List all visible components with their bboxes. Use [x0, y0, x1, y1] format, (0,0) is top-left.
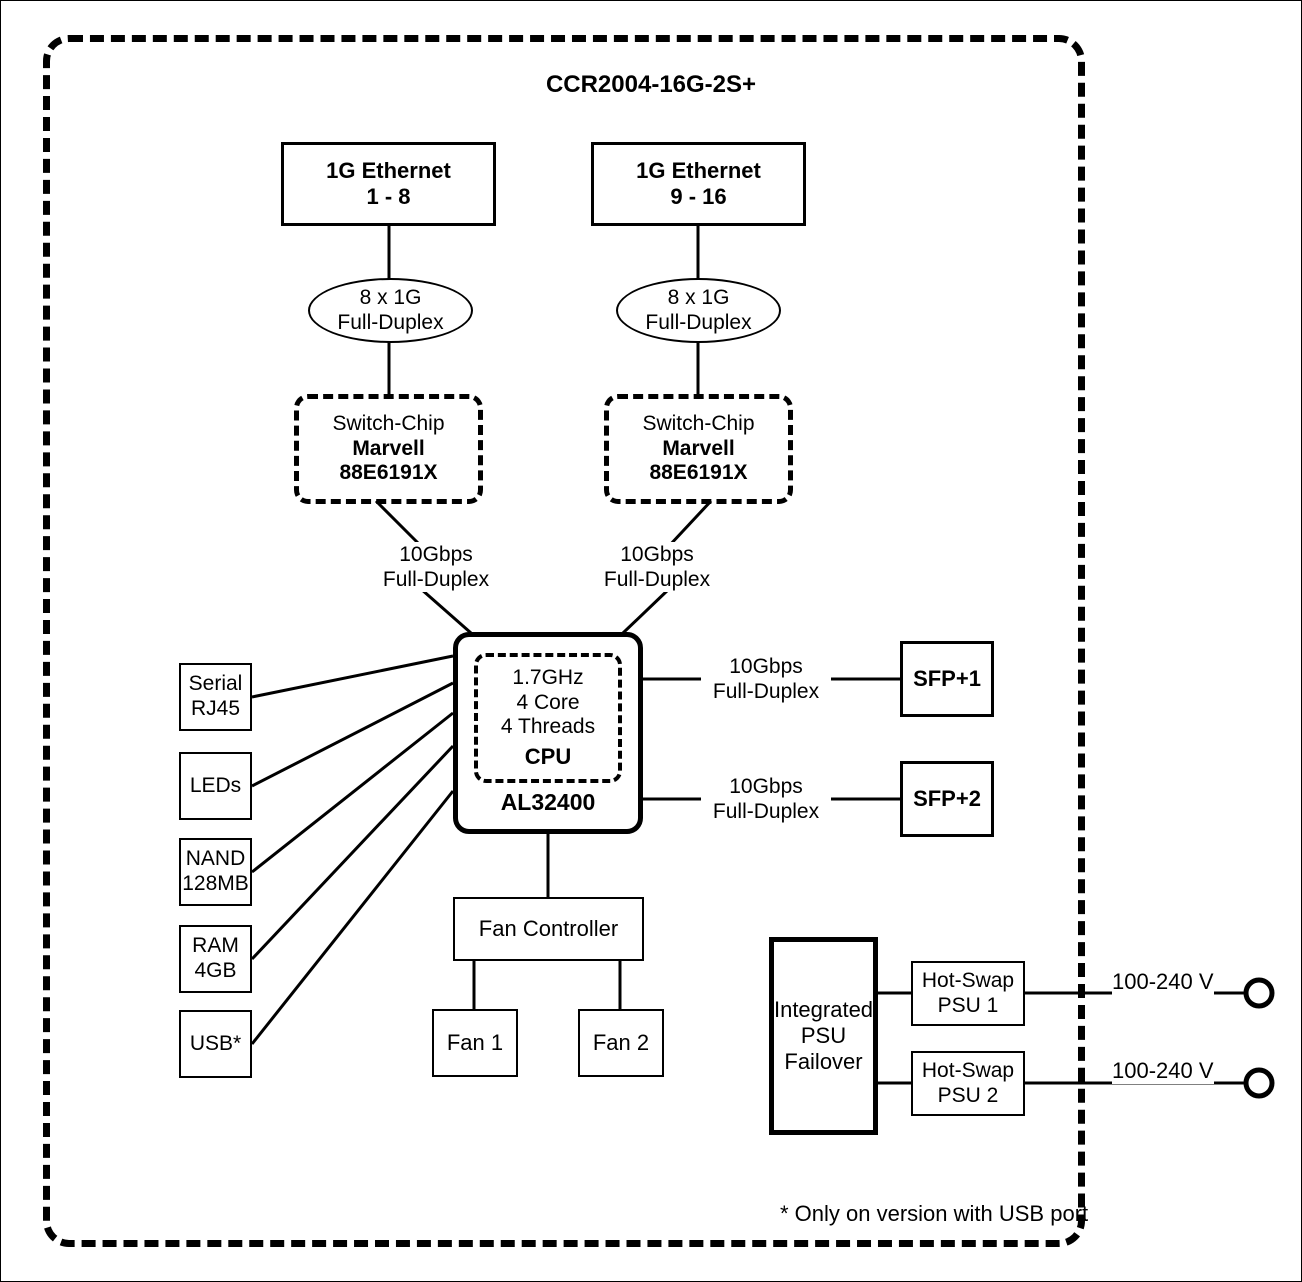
fan-1-label: Fan 1	[446, 1030, 504, 1056]
cpu-package: 1.7GHz 4 Core 4 Threads CPU AL32400	[453, 632, 643, 834]
link-ellipse-2: 8 x 1G Full-Duplex	[616, 278, 781, 343]
peripheral-0-line2: RJ45	[190, 697, 241, 720]
switch-chip-1: Switch-Chip Marvell 88E6191X	[294, 394, 483, 504]
fan-controller-label: Fan Controller	[478, 916, 619, 942]
peripheral-1-line1: LEDs	[189, 773, 242, 797]
switch-link-label-1: 10Gbps Full-Duplex	[381, 542, 491, 593]
fan-2: Fan 2	[578, 1009, 664, 1077]
page-title: CCR2004-16G-2S+	[545, 71, 757, 98]
switch-link-1-line2: Full-Duplex	[382, 568, 490, 592]
peripheral-serial-rj45: Serial RJ45	[179, 663, 252, 731]
hot-swap-psu-2-line2: PSU 2	[937, 1083, 999, 1107]
ethernet-block-9-16: 1G Ethernet 9 - 16	[591, 142, 806, 226]
switch-chip-2: Switch-Chip Marvell 88E6191X	[604, 394, 793, 504]
sfp-link-2-line2: Full-Duplex	[712, 800, 820, 824]
cpu-label: CPU	[524, 744, 572, 770]
hot-swap-psu-1: Hot-Swap PSU 1	[911, 961, 1025, 1026]
sfp-port-2: SFP+2	[900, 761, 994, 837]
ethernet-block-1-8: 1G Ethernet 1 - 8	[281, 142, 496, 226]
ethernet-block-2-line2: 9 - 16	[670, 184, 727, 209]
peripheral-3-line2: 4GB	[194, 959, 237, 982]
link-ellipse-1: 8 x 1G Full-Duplex	[308, 278, 473, 343]
power-inlet-1-icon	[1243, 977, 1275, 1009]
link-ellipse-2-line1: 8 x 1G	[667, 285, 730, 309]
sfp-link-label-1: 10Gbps Full-Duplex	[701, 654, 831, 705]
footnote: * Only on version with USB port	[780, 1201, 1089, 1226]
cpu-core-block: 1.7GHz 4 Core 4 Threads CPU	[474, 653, 622, 783]
ethernet-block-1-line1: 1G Ethernet	[326, 158, 451, 184]
switch-chip-2-line3: 88E6191X	[649, 461, 748, 485]
switch-chip-1-line1: Switch-Chip	[332, 411, 445, 435]
psu-1-voltage-label: 100-240 V	[1112, 969, 1214, 996]
switch-link-2-line1: 10Gbps	[620, 543, 694, 566]
sfp-link-label-2: 10Gbps Full-Duplex	[701, 774, 831, 825]
sfp-port-1: SFP+1	[900, 641, 994, 717]
peripheral-3-line1: RAM	[192, 934, 239, 958]
sfp-link-1-line2: Full-Duplex	[712, 680, 820, 704]
switch-link-label-2: 10Gbps Full-Duplex	[602, 542, 712, 593]
psu-failover-line2: PSU	[800, 1023, 847, 1049]
sfp-link-2-line1: 10Gbps	[729, 775, 803, 798]
hot-swap-psu-2: Hot-Swap PSU 2	[911, 1051, 1025, 1116]
link-ellipse-1-line1: 8 x 1G	[359, 285, 422, 309]
peripheral-0-line1: Serial	[188, 672, 243, 696]
peripheral-usb: USB*	[179, 1010, 252, 1078]
psu-failover-line3: Failover	[784, 1048, 863, 1074]
peripheral-leds: LEDs	[179, 752, 252, 820]
fan-2-label: Fan 2	[592, 1030, 650, 1056]
psu-failover-line1: Integrated	[773, 997, 874, 1023]
cpu-spec-line1: 1.7GHz	[512, 665, 584, 689]
link-ellipse-1-line2: Full-Duplex	[337, 310, 444, 334]
device-chassis-outline	[43, 35, 1085, 1247]
power-inlet-2-icon	[1243, 1067, 1275, 1099]
switch-chip-2-line1: Switch-Chip	[642, 411, 755, 435]
peripheral-4-line1: USB*	[189, 1031, 242, 1055]
switch-link-2-line2: Full-Duplex	[603, 568, 711, 592]
cpu-spec-line2: 4 Core	[516, 690, 580, 714]
fan-1: Fan 1	[432, 1009, 518, 1077]
sfp-link-1-line1: 10Gbps	[729, 655, 803, 678]
switch-chip-1-line2: Marvell	[352, 436, 425, 460]
peripheral-nand: NAND 128MB	[179, 838, 252, 906]
switch-chip-2-line2: Marvell	[662, 436, 735, 460]
ethernet-block-2-line1: 1G Ethernet	[636, 158, 761, 184]
peripheral-2-line1: NAND	[185, 847, 246, 871]
ethernet-block-1-line2: 1 - 8	[366, 184, 411, 209]
peripheral-2-line2: 128MB	[182, 872, 249, 895]
sfp-port-1-label: SFP+1	[913, 666, 981, 692]
switch-chip-1-line3: 88E6191X	[339, 461, 438, 485]
hot-swap-psu-1-line2: PSU 1	[937, 993, 999, 1017]
hot-swap-psu-2-line1: Hot-Swap	[921, 1058, 1015, 1082]
sfp-port-2-label: SFP+2	[913, 786, 981, 812]
psu-2-voltage-label: 100-240 V	[1112, 1058, 1214, 1085]
integrated-psu-failover: Integrated PSU Failover	[769, 937, 878, 1135]
fan-controller: Fan Controller	[453, 897, 644, 961]
cpu-part-number: AL32400	[500, 789, 596, 815]
cpu-spec-line3: 4 Threads	[500, 715, 596, 739]
peripheral-ram: RAM 4GB	[179, 925, 252, 993]
link-ellipse-2-line2: Full-Duplex	[645, 310, 752, 334]
hot-swap-psu-1-line1: Hot-Swap	[921, 968, 1015, 992]
switch-link-1-line1: 10Gbps	[399, 543, 473, 566]
